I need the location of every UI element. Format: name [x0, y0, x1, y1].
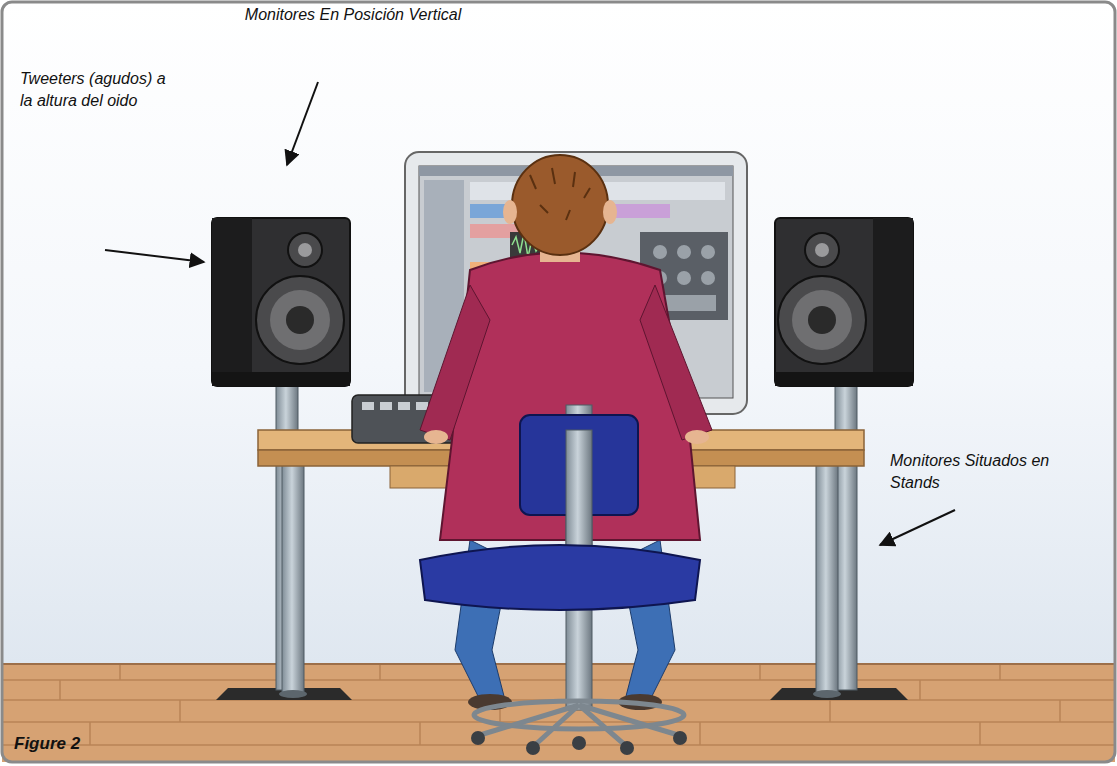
callout-label: Monitores En Posición Vertical — [228, 4, 478, 26]
callout-label: Monitores Situados en Stands — [890, 450, 1100, 494]
callout-label: Tweeters (agudos) a la altura del oido — [20, 68, 168, 112]
right-speaker — [775, 218, 913, 386]
figure-number: Figure 2 — [14, 733, 154, 755]
left-speaker — [212, 218, 350, 386]
